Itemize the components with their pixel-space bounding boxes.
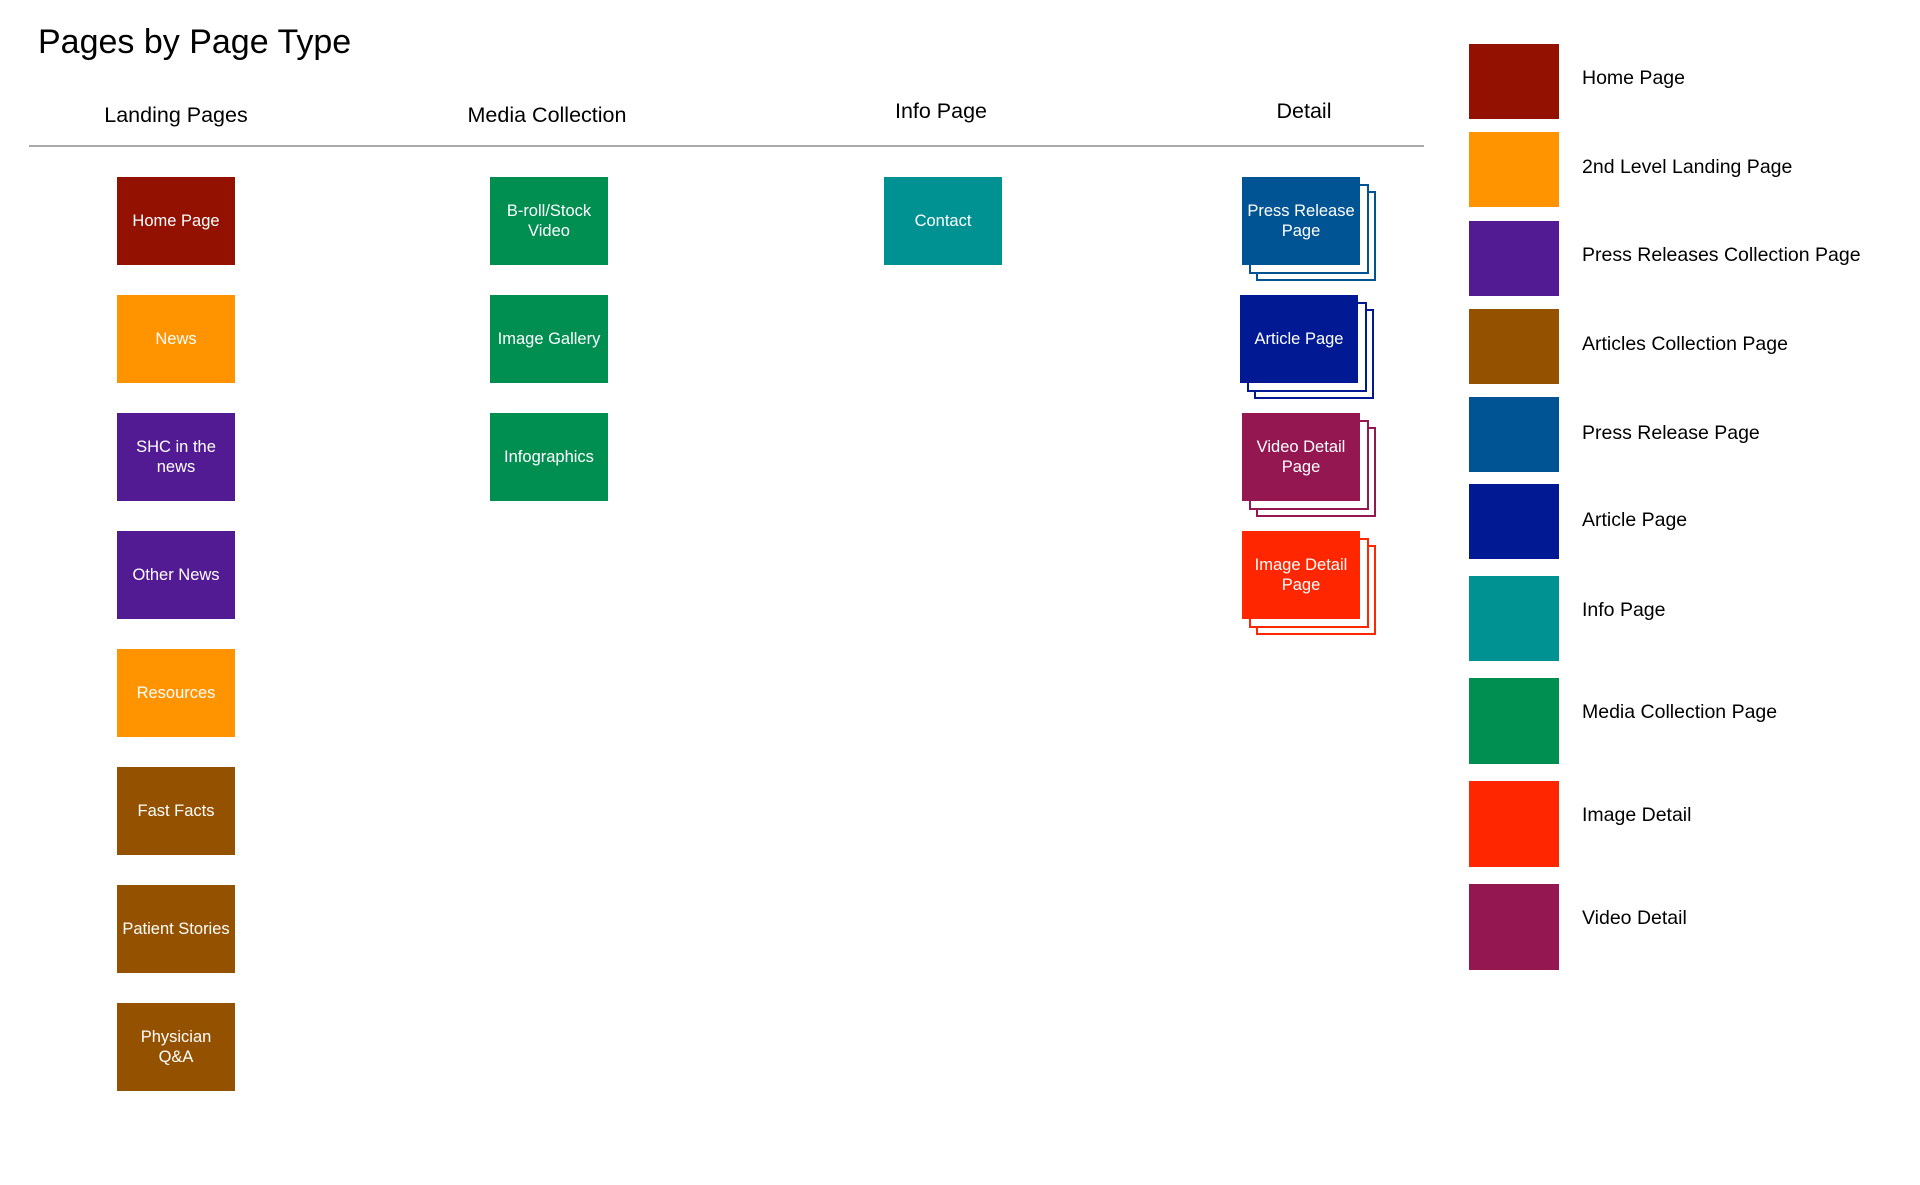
node-article-page[interactable]: Article Page bbox=[1240, 295, 1374, 399]
node-label: Image Gallery bbox=[497, 330, 601, 348]
node-label: News bbox=[155, 330, 197, 348]
legend-swatch-home-page bbox=[1469, 44, 1559, 119]
node-resources[interactable]: Resources bbox=[117, 649, 235, 737]
column-header-detail: Detail bbox=[1276, 99, 1332, 123]
node-broll-stock-video[interactable]: B-roll/Stock Video bbox=[490, 177, 608, 265]
legend-label-press-release-page: Press Release Page bbox=[1582, 422, 1760, 444]
legend-label-info-page: Info Page bbox=[1582, 599, 1666, 621]
legend-label-article-page: Article Page bbox=[1582, 509, 1688, 531]
column-header-landing-pages: Landing Pages bbox=[104, 103, 248, 127]
node-physician-qa[interactable]: Physician Q&A bbox=[117, 1003, 235, 1091]
stack-face: Image Detail Page bbox=[1242, 531, 1360, 619]
node-patient-stories[interactable]: Patient Stories bbox=[117, 885, 235, 973]
legend-swatch-articles-collection bbox=[1469, 309, 1559, 384]
node-label: Image Detail Page bbox=[1254, 556, 1348, 594]
legend-swatch-2nd-level-landing-page bbox=[1469, 132, 1559, 207]
header-divider bbox=[29, 145, 1424, 147]
node-label: B-roll/Stock Video bbox=[506, 202, 592, 240]
diagram-title: Pages by Page Type bbox=[38, 23, 352, 61]
node-video-detail-page[interactable]: Video Detail Page bbox=[1242, 413, 1376, 517]
node-label: Physician Q&A bbox=[140, 1028, 212, 1066]
legend-label-image-detail: Image Detail bbox=[1582, 804, 1692, 826]
node-label: Patient Stories bbox=[122, 920, 230, 938]
legend-label-articles-collection: Articles Collection Page bbox=[1582, 333, 1788, 355]
legend-swatch-article-page bbox=[1469, 484, 1559, 559]
legend-swatch-media-collection-page bbox=[1469, 678, 1559, 764]
legend-swatch-info-page bbox=[1469, 576, 1559, 661]
node-label: Contact bbox=[914, 212, 972, 230]
legend-swatch-press-release-page bbox=[1469, 397, 1559, 472]
node-home-page[interactable]: Home Page bbox=[117, 177, 235, 265]
node-news[interactable]: News bbox=[117, 295, 235, 383]
column-header-info-page: Info Page bbox=[894, 99, 988, 123]
column-header-media-collection: Media Collection bbox=[467, 103, 627, 127]
node-label: Home Page bbox=[132, 212, 220, 230]
legend-label-press-releases-collection: Press Releases Collection Page bbox=[1582, 244, 1861, 266]
legend-swatch-video-detail bbox=[1469, 884, 1559, 970]
node-fast-facts[interactable]: Fast Facts bbox=[117, 767, 235, 855]
node-label: Other News bbox=[132, 566, 220, 584]
legend-swatch-press-releases-collection bbox=[1469, 221, 1559, 296]
node-infographics[interactable]: Infographics bbox=[490, 413, 608, 501]
node-image-gallery[interactable]: Image Gallery bbox=[490, 295, 608, 383]
node-label: Press Release Page bbox=[1247, 202, 1355, 240]
node-image-detail-page[interactable]: Image Detail Page bbox=[1242, 531, 1376, 635]
node-other-news[interactable]: Other News bbox=[117, 531, 235, 619]
legend-label-2nd-level-landing-page: 2nd Level Landing Page bbox=[1582, 156, 1793, 178]
node-label: Infographics bbox=[504, 448, 594, 466]
legend-label-home-page: Home Page bbox=[1582, 67, 1685, 89]
node-contact[interactable]: Contact bbox=[884, 177, 1002, 265]
legend-swatch-image-detail bbox=[1469, 781, 1559, 867]
node-press-release-page[interactable]: Press Release Page bbox=[1242, 177, 1376, 281]
stack-face: Video Detail Page bbox=[1242, 413, 1360, 501]
node-label: Article Page bbox=[1254, 330, 1344, 348]
node-label: Resources bbox=[136, 684, 216, 702]
legend-label-video-detail: Video Detail bbox=[1582, 907, 1687, 929]
legend-label-media-collection-page: Media Collection Page bbox=[1582, 701, 1778, 723]
stack-face: Press Release Page bbox=[1242, 177, 1360, 265]
stack-face: Article Page bbox=[1240, 295, 1358, 383]
node-label: Fast Facts bbox=[137, 802, 215, 820]
node-shc-in-the-news[interactable]: SHC in the news bbox=[117, 413, 235, 501]
node-label: Video Detail Page bbox=[1256, 438, 1346, 476]
node-label: SHC in the news bbox=[136, 438, 216, 476]
